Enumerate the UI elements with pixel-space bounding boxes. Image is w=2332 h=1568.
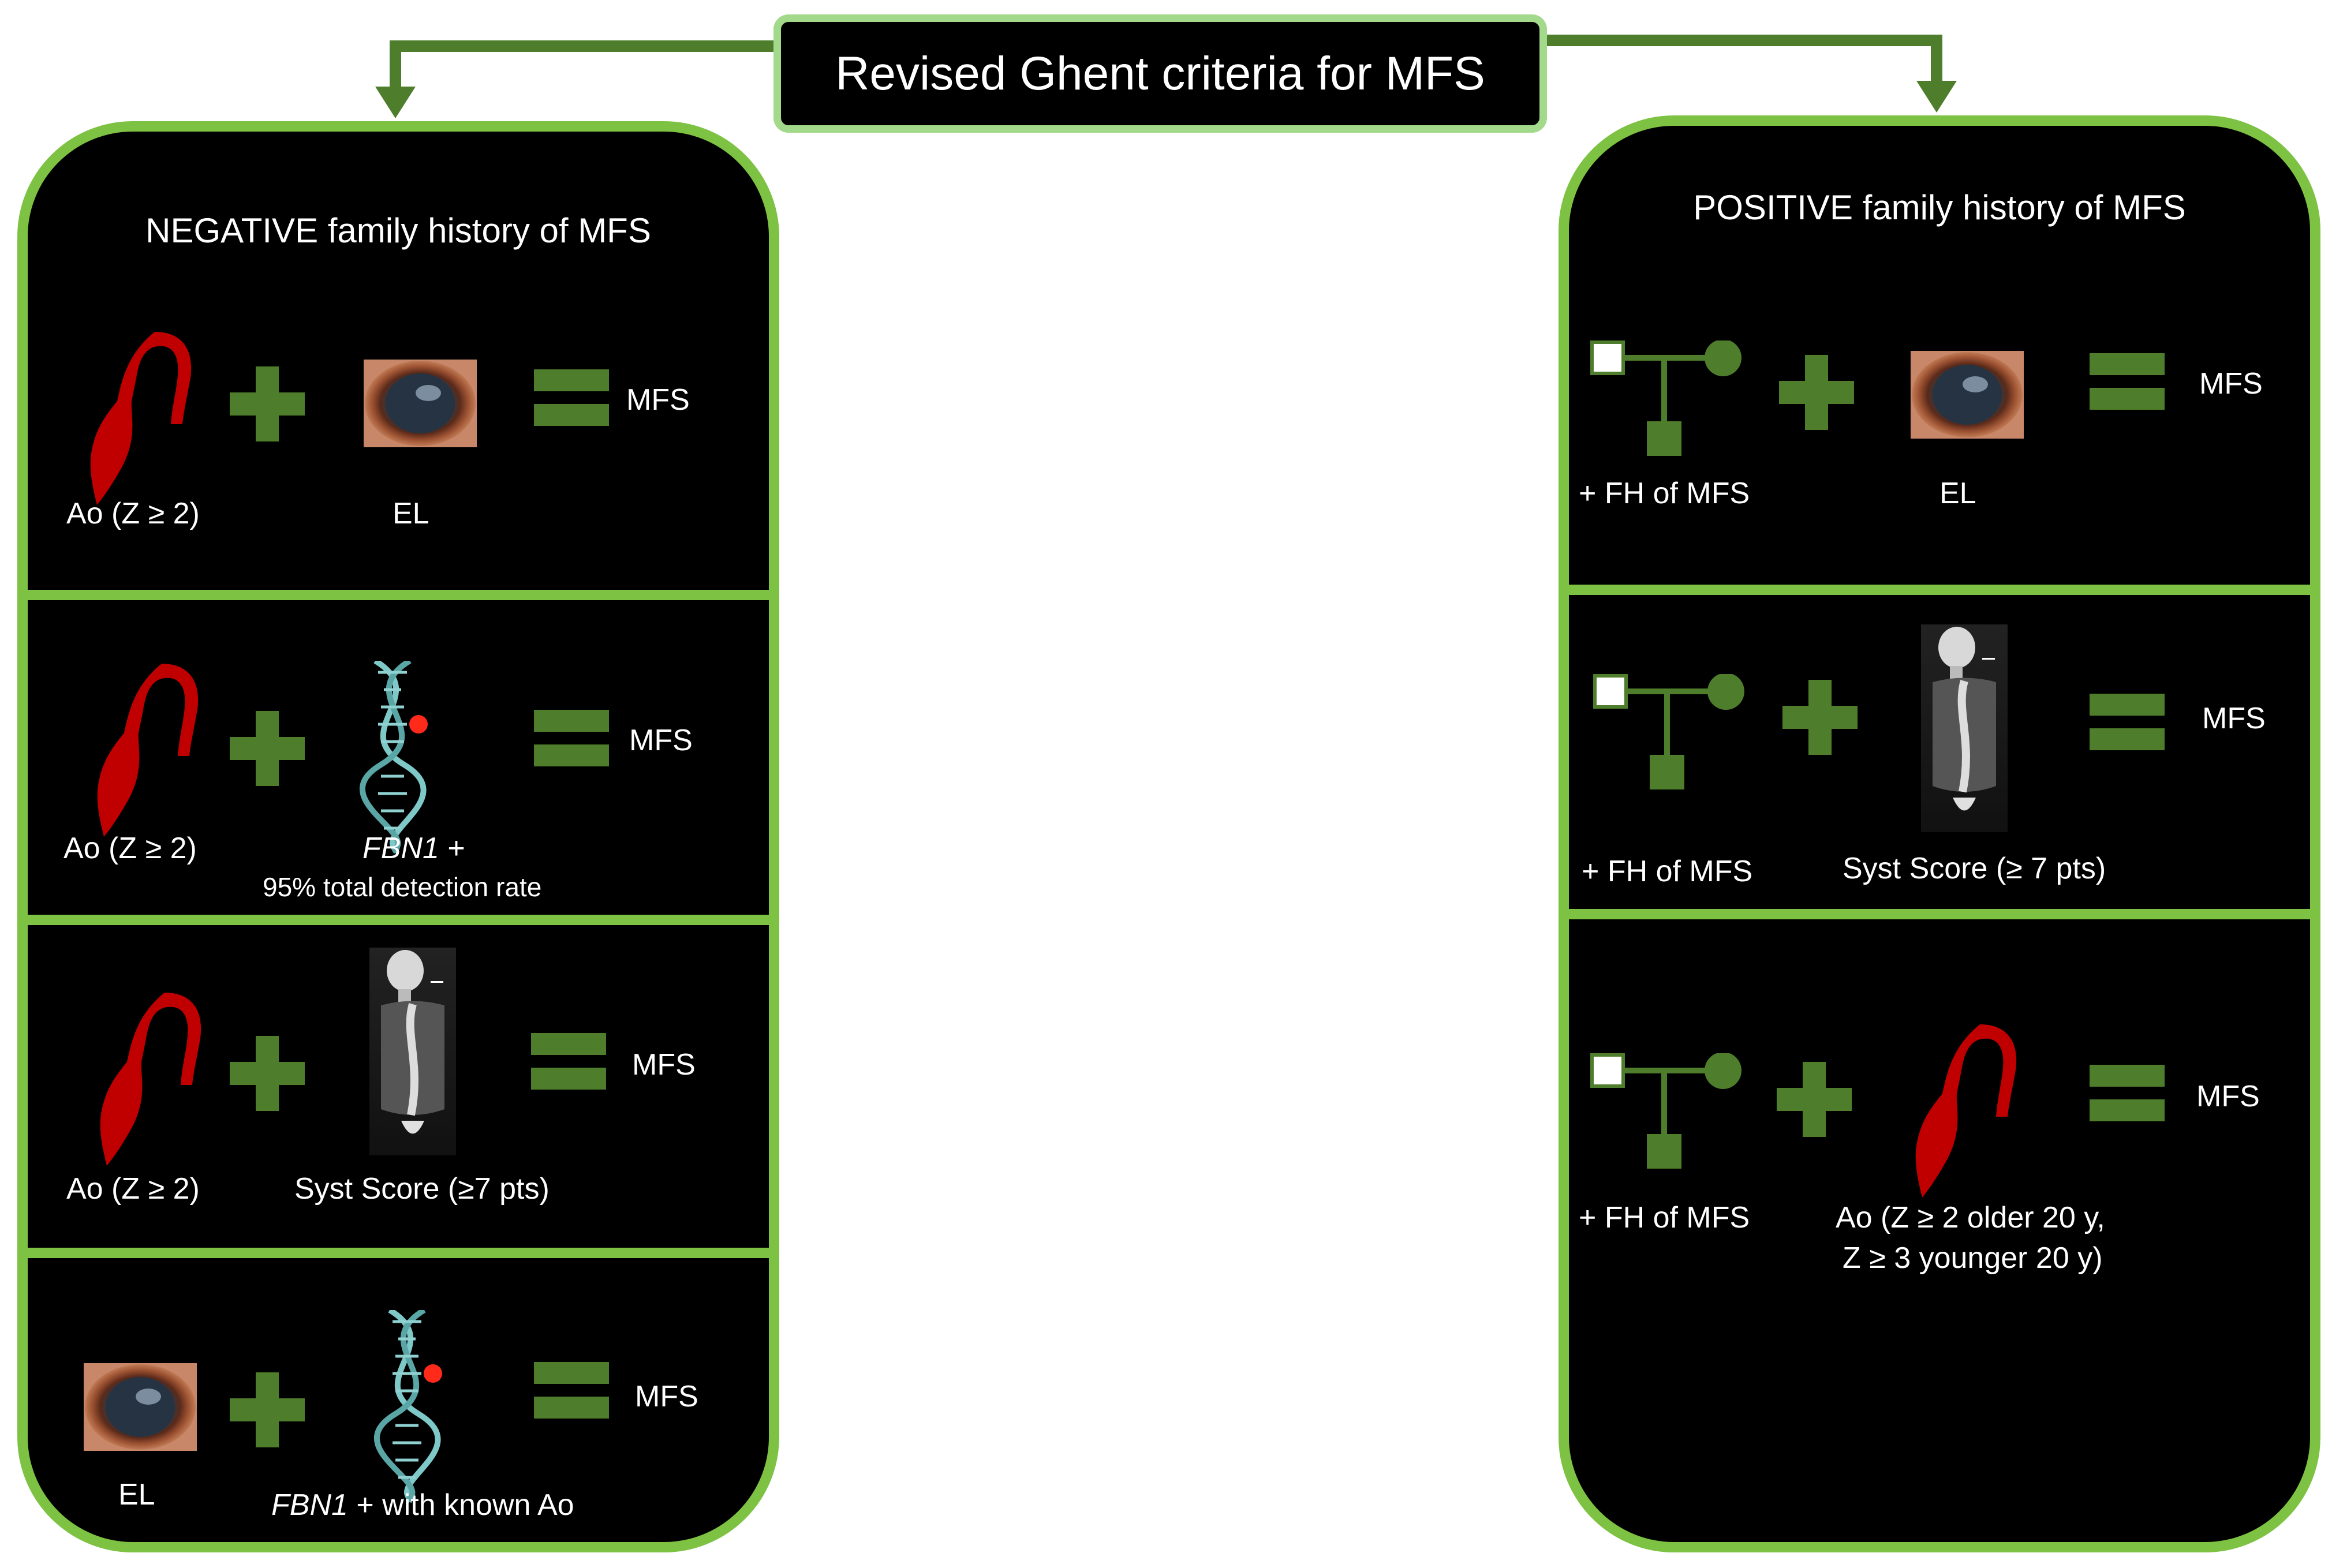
diagram-title: Revised Ghent criteria for MFS [773,14,1547,133]
equals-icon [534,710,609,766]
gene-name: FBN1 [271,1488,348,1522]
criterion-label: + FH of MFS [1579,1201,1750,1234]
divider [1564,585,2315,595]
result-mfs: MFS [2196,1080,2260,1113]
dna-icon [372,1310,447,1503]
plus-icon [230,366,305,441]
aorta-icon [90,332,192,505]
spine-xray-icon [1921,624,2008,832]
gene-suffix: + with known Ao [347,1488,574,1522]
pedigree-icon [1590,340,1743,462]
equals-icon [2090,1065,2165,1121]
positive-history-panel [1559,115,2320,1552]
spine-xray-icon [369,948,456,1155]
arrow-left-icon [375,87,416,118]
criterion-label: Ao (Z ≥ 2) [66,497,200,530]
negative-history-header: NEGATIVE family history of MFS [145,211,651,250]
equals-icon [534,1362,609,1419]
eye-lens-icon [84,1363,197,1451]
eye-lens-icon [1911,351,2024,439]
criterion-label: EL [118,1478,155,1511]
result-mfs: MFS [626,383,690,417]
criterion-label: EL [393,497,429,530]
criterion-label: EL [1939,477,1976,510]
result-mfs: MFS [635,1380,698,1413]
result-mfs: MFS [629,724,693,757]
eye-lens-icon [364,360,477,447]
positive-history-header: POSITIVE family history of MFS [1693,188,2186,227]
criterion-label: FBN1 + [362,831,465,866]
divider [23,915,773,925]
result-mfs: MFS [632,1048,696,1081]
aorta-icon [100,993,201,1166]
dna-icon [358,661,433,854]
criterion-label: Ao (Z ≥ 2) [63,832,197,865]
criterion-label: Syst Score (≥7 pts) [294,1172,550,1206]
equals-icon [2090,353,2165,410]
criterion-sublabel: Z ≥ 3 younger 20 y) [1843,1241,2103,1275]
divider [1564,909,2315,919]
gene-name: FBN1 [362,832,439,865]
equals-icon [534,369,609,426]
equals-icon [2090,694,2165,750]
result-mfs: MFS [2199,367,2263,401]
result-mfs: MFS [2202,702,2266,735]
plus-icon [230,1372,305,1447]
aorta-icon [97,664,199,837]
divider [23,590,773,600]
pedigree-icon [1593,674,1746,795]
criterion-label: Ao (Z ≥ 2) [66,1172,200,1206]
arrow-right-icon [1916,81,1957,113]
criterion-label: + FH of MFS [1582,855,1753,888]
plus-icon [1777,1062,1852,1137]
criterion-label: FBN1 + with known Ao [271,1488,574,1522]
divider [23,1248,773,1258]
equals-icon [531,1033,606,1090]
criterion-label: Syst Score (≥ 7 pts) [1843,852,2106,885]
plus-icon [1779,355,1854,430]
gene-suffix: + [439,832,465,865]
plus-icon [230,711,305,786]
criterion-sublabel: 95% total detection rate [263,872,542,902]
connector-arrows [375,35,1957,118]
criterion-label: Ao (Z ≥ 2 older 20 y, [1836,1201,2105,1234]
plus-icon [230,1036,305,1111]
aorta-icon [1915,1024,2017,1197]
plus-icon [1782,680,1858,755]
criterion-label: + FH of MFS [1579,477,1750,510]
pedigree-icon [1590,1053,1743,1174]
